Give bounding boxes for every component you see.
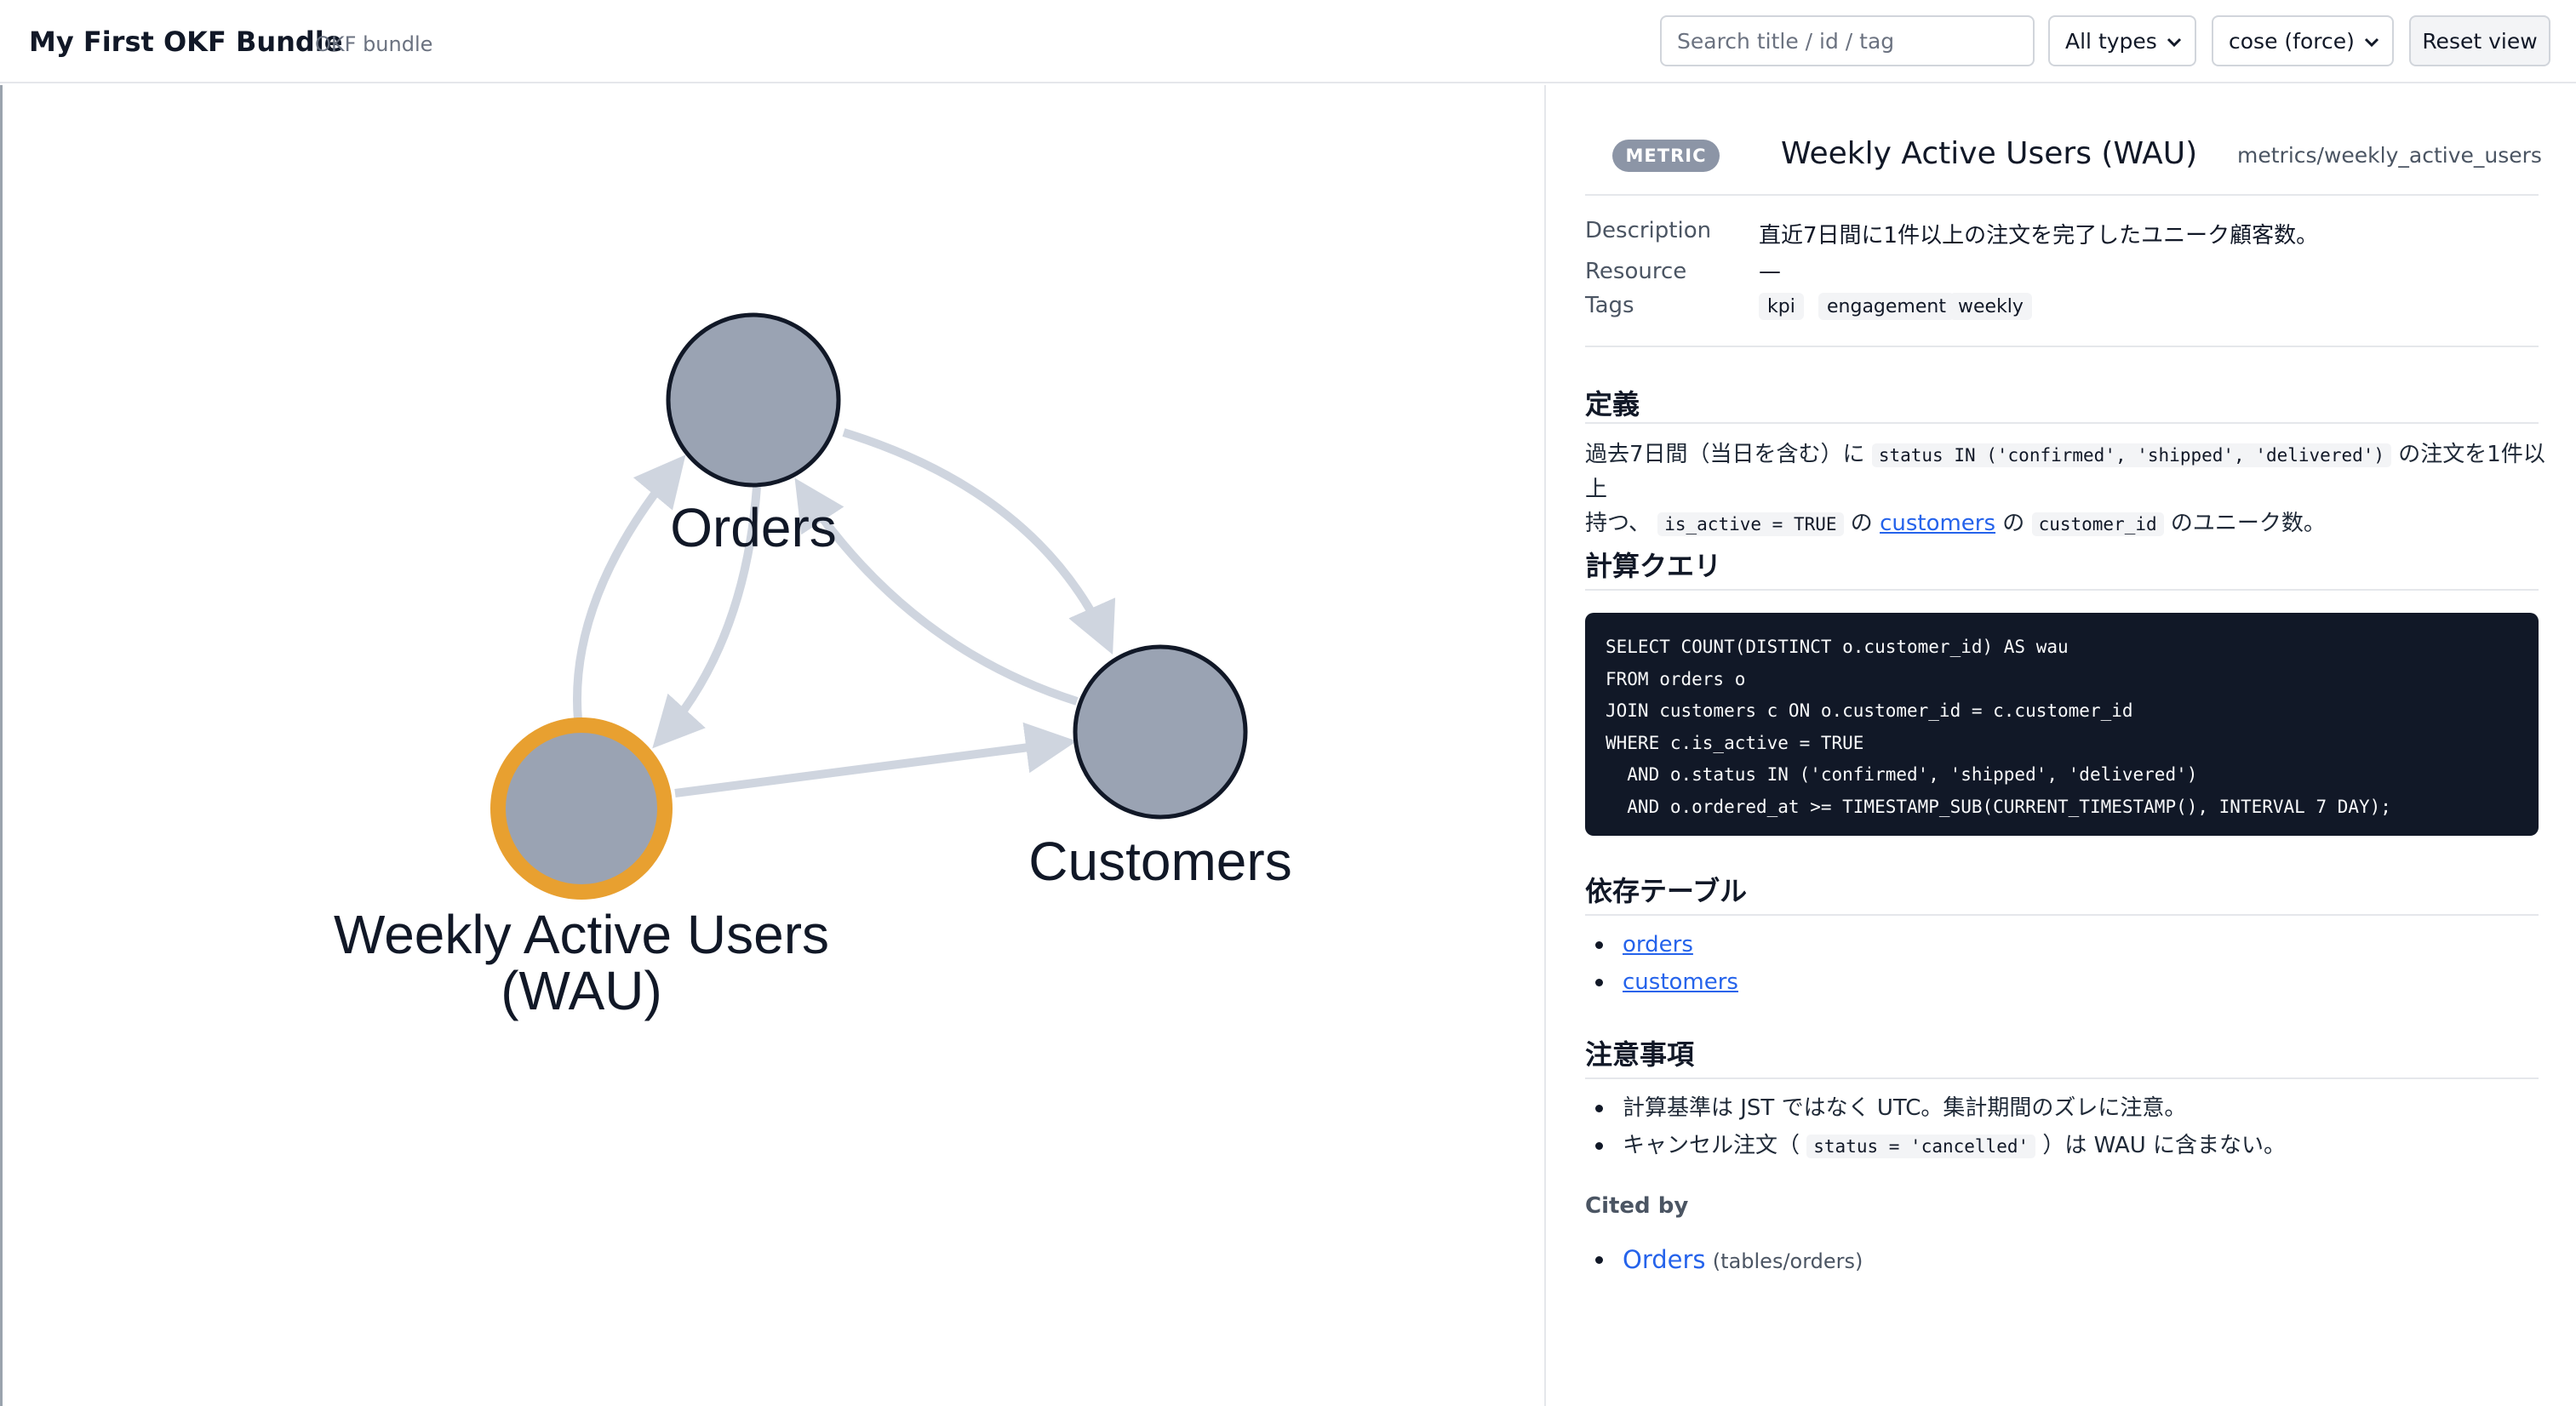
type-badge: METRIC (1612, 140, 1720, 172)
dependency-link-orders[interactable]: orders (1623, 932, 1693, 957)
type-filter-select[interactable]: All types (2048, 15, 2196, 66)
code-line: AND o.status IN ('confirmed', 'shipped',… (1606, 764, 2198, 785)
code-line: WHERE c.is_active = TRUE (1606, 732, 1864, 753)
bundle-subtitle: OKF bundle (315, 32, 433, 56)
list-item: customers (1585, 963, 2547, 1001)
detail-title: Weekly Active Users (WAU) (1781, 136, 2198, 171)
top-bar: My First OKF Bundle OKF bundle All types… (0, 0, 2576, 83)
tag-chip[interactable]: weekly (1949, 293, 2032, 320)
divider (1585, 346, 2539, 347)
edge-wau-to-orders[interactable] (573, 454, 686, 721)
code-line: FROM orders o (1606, 668, 1746, 689)
search-input[interactable] (1660, 15, 2035, 66)
text: 過去7日間（当日を含む）に (1585, 442, 1872, 467)
dependency-link-customers[interactable]: customers (1623, 969, 1738, 995)
text: ）は WAU に含まない。 (2035, 1133, 2287, 1158)
detail-path: metrics/weekly_active_users (2237, 143, 2542, 168)
chevron-down-icon (2167, 37, 2182, 48)
resource-value: — (1759, 259, 1781, 284)
customers-link[interactable]: customers (1880, 511, 1996, 536)
reset-view-button[interactable]: Reset view (2409, 15, 2550, 66)
divider (1585, 422, 2539, 424)
text: キャンセル注文（ (1623, 1133, 1807, 1158)
list-item: orders (1585, 926, 2547, 963)
layout-select-value: cose (force) (2229, 28, 2355, 54)
definition-line-1: 過去7日間（当日を含む）に status IN ('confirmed', 's… (1585, 437, 2547, 506)
code-line: JOIN customers c ON o.customer_id = c.cu… (1606, 700, 2133, 721)
detail-panel: METRIC Weekly Active Users (WAU) metrics… (1544, 85, 2576, 1406)
text: の (1995, 511, 2032, 536)
node-label: Orders (670, 497, 837, 558)
node-label: Customers (1028, 831, 1291, 892)
edge-orders-to-customers[interactable] (842, 428, 1116, 655)
description-value: 直近7日間に1件以上の注文を完了したユニーク顧客数。 (1759, 223, 2319, 249)
node-circle[interactable] (666, 312, 841, 488)
node-label: (WAU) (501, 960, 662, 1021)
divider (1585, 1077, 2539, 1079)
inline-code: status IN ('confirmed', 'shipped', 'deli… (1871, 443, 2392, 467)
cited-by-list: Orders (tables/orders) (1585, 1241, 2547, 1278)
tag-chip[interactable]: kpi (1759, 293, 1804, 320)
text: の (1843, 511, 1880, 536)
query-heading: 計算クエリ (1585, 550, 1722, 582)
type-filter-value: All types (2065, 28, 2157, 54)
divider (1585, 194, 2539, 196)
resource-label: Resource (1585, 259, 1687, 284)
code-line: SELECT COUNT(DISTINCT o.customer_id) AS … (1606, 637, 2069, 657)
code-line: AND o.ordered_at >= TIMESTAMP_SUB(CURREN… (1606, 796, 2391, 817)
tag-chip[interactable]: engagement (1818, 293, 1955, 320)
inline-code: customer_id (2031, 512, 2164, 536)
node-circle[interactable] (490, 717, 673, 900)
graph-node-customers[interactable]: Customers (1028, 644, 1292, 892)
layout-select[interactable]: cose (force) (2212, 15, 2394, 66)
tags-label: Tags (1585, 293, 1634, 318)
node-circle[interactable] (1073, 644, 1248, 820)
chevron-down-icon (2364, 37, 2379, 48)
notes-list: 計算基準は JST ではなく UTC。集計期間のズレに注意。 キャンセル注文（ … (1585, 1089, 2547, 1164)
text: 持つ、 (1585, 511, 1658, 536)
inline-code: status = 'cancelled' (1806, 1135, 2036, 1158)
bundle-title: My First OKF Bundle (29, 26, 343, 58)
list-item: 計算基準は JST ではなく UTC。集計期間のズレに注意。 (1585, 1089, 2547, 1127)
graph-node-wau[interactable]: Weekly Active Users(WAU) (334, 717, 829, 1021)
dependencies-heading: 依存テーブル (1585, 875, 1748, 907)
definition-text: 過去7日間（当日を含む）に status IN ('confirmed', 's… (1585, 437, 2547, 541)
cited-by-path: (tables/orders) (1712, 1249, 1863, 1273)
sql-code-block[interactable]: SELECT COUNT(DISTINCT o.customer_id) AS … (1585, 613, 2539, 836)
divider (1585, 589, 2539, 591)
divider (1585, 914, 2539, 916)
graph-node-orders[interactable]: Orders (666, 312, 841, 558)
text: のユニーク数。 (2163, 511, 2326, 536)
notes-heading: 注意事項 (1585, 1038, 1695, 1071)
edge-wau-to-customers[interactable] (674, 722, 1077, 797)
dependencies-list: orders customers (1585, 926, 2547, 1001)
edge-customers-to-orders[interactable] (794, 477, 1079, 706)
inline-code: is_active = TRUE (1657, 512, 1844, 536)
cited-by-heading: Cited by (1585, 1193, 1689, 1219)
cited-by-link[interactable]: Orders (1623, 1245, 1706, 1274)
text: の注文を1件以上 (1585, 442, 2545, 502)
description-label: Description (1585, 218, 1712, 243)
list-item: キャンセル注文（ status = 'cancelled' ）は WAU に含ま… (1585, 1127, 2547, 1164)
definition-heading: 定義 (1585, 388, 1640, 420)
edge-orders-to-wau[interactable] (652, 486, 761, 749)
list-item: Orders (tables/orders) (1585, 1241, 2547, 1278)
definition-line-2: 持つ、 is_active = TRUE の customers の custo… (1585, 506, 2547, 541)
node-label: Weekly Active Users (334, 904, 829, 965)
